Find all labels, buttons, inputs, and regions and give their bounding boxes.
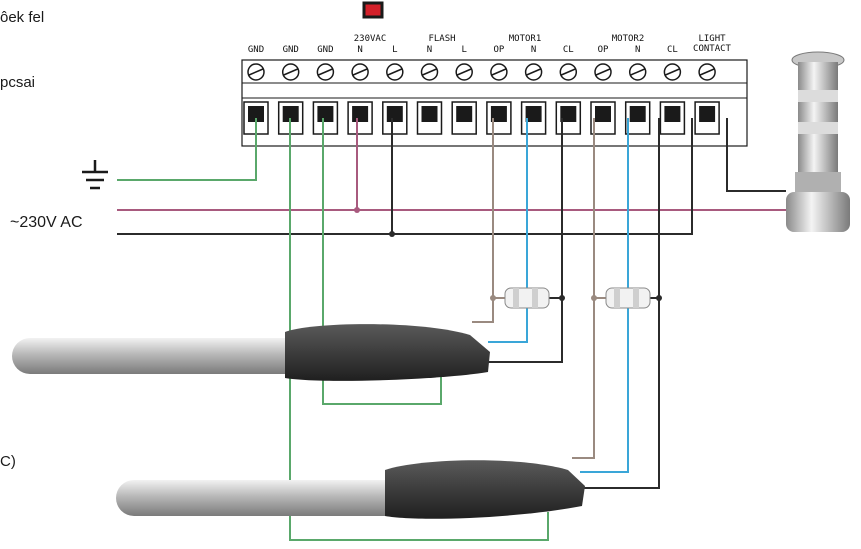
terminal-socket [451, 101, 477, 135]
terminal-socket [659, 101, 686, 135]
terminal-label: N [635, 45, 640, 55]
left-text-line-1: ôek fel [0, 9, 44, 26]
terminal-screw [247, 63, 265, 81]
terminal-socket [555, 101, 582, 135]
terminal-socket [486, 101, 512, 135]
gate-motor-actuator-2 [116, 460, 585, 519]
junction-dots [354, 207, 662, 301]
group-label-light: LIGHT [698, 34, 726, 44]
group-label-230vac: 230VAC [354, 34, 387, 44]
terminal-screw [594, 63, 612, 81]
terminal-block [241, 59, 748, 147]
left-text-line-2: pcsai [0, 74, 35, 91]
terminal-screw [316, 63, 335, 81]
terminal-screw [628, 63, 647, 81]
gate-motor-actuator-1 [12, 324, 490, 381]
earth-wire [117, 118, 257, 181]
gnd-loop-motor1 [322, 118, 442, 405]
terminal-screw [351, 63, 369, 81]
terminal-label: N [427, 45, 432, 55]
neutral-wire [117, 118, 693, 235]
terminal-screw [490, 63, 508, 81]
terminal-label: OP [493, 45, 504, 55]
terminal-screw [663, 63, 682, 81]
terminal-screw [698, 63, 716, 81]
motor2-op-wire [572, 118, 595, 459]
terminal-label: OP [598, 45, 609, 55]
terminal-label: GND [317, 45, 333, 55]
group-label-motor1: MOTOR1 [509, 34, 542, 44]
terminal-screw [386, 63, 404, 81]
motor2-n-wire [580, 118, 629, 473]
capacitor-icon [605, 287, 651, 309]
terminal-labels: GND GND GND N L N L OP N CL OP N CL [248, 45, 678, 55]
terminal-label: CL [563, 45, 574, 55]
supply-voltage-label: ~230V AC [10, 214, 83, 231]
capacitor-icon [504, 287, 550, 309]
terminal-screw [455, 63, 473, 81]
terminal-socket [382, 101, 408, 135]
motor1-cl-wire [488, 118, 563, 363]
terminal-label: L [461, 45, 466, 55]
left-text-line-3: C) [0, 453, 16, 470]
terminal-socket [416, 101, 443, 135]
wires [117, 118, 786, 541]
flashing-lamp-icon [786, 51, 850, 232]
terminal-label: GND [283, 45, 299, 55]
terminal-socket [347, 101, 373, 135]
earth-ground-icon [82, 160, 108, 190]
terminal-socket [694, 101, 720, 135]
red-led-icon [362, 1, 384, 19]
group-label-contact: CONTACT [693, 44, 732, 54]
terminal-label: L [392, 45, 397, 55]
terminal-label: N [531, 45, 536, 55]
gnd-loop-motor2 [289, 118, 549, 541]
terminal-socket [520, 101, 547, 135]
group-label-flash: FLASH [428, 34, 455, 44]
motor1-n-wire [488, 118, 528, 343]
terminal-socket [312, 101, 339, 135]
lamp-contact-wire [726, 118, 786, 192]
terminal-screw [281, 63, 300, 81]
terminal-label: GND [248, 45, 264, 55]
terminal-label: N [357, 45, 362, 55]
motor2-cl-wire [582, 118, 660, 489]
terminal-label: CL [667, 45, 678, 55]
group-label-motor2: MOTOR2 [612, 34, 645, 44]
terminal-screw [524, 63, 543, 81]
terminal-socket [624, 101, 651, 135]
motor1-op-wire [472, 118, 494, 323]
terminal-screw [559, 63, 578, 81]
terminal-screw [420, 63, 439, 81]
